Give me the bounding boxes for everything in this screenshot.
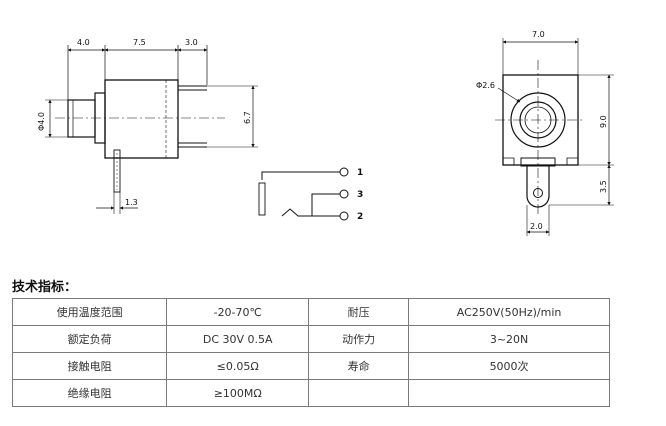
spec-label: 动作力: [308, 325, 410, 353]
table-row: 使用温度范围 -20-70℃ 耐压 AC250V(50Hz)/min: [11, 298, 610, 326]
spec-label: 绝缘电阻: [11, 379, 168, 407]
table-row: 绝缘电阻 ≥100MΩ: [11, 379, 610, 407]
spec-value: DC 30V 0.5A: [166, 325, 310, 353]
spec-table: 使用温度范围 -20-70℃ 耐压 AC250V(50Hz)/min 额定负荷 …: [11, 298, 610, 407]
dim-tab-height: 3.5: [599, 180, 608, 193]
dim-top-left: 4.0: [77, 38, 90, 47]
dim-right-height: 6.7: [243, 111, 252, 124]
side-view: [45, 45, 258, 214]
spec-label: 接触电阻: [11, 352, 168, 380]
spec-value: -20-70℃: [166, 298, 310, 326]
dim-bottom-pin: 1.3: [125, 198, 138, 207]
spec-label: 使用温度范围: [11, 298, 168, 326]
front-view: [495, 38, 614, 236]
spec-heading: 技术指标：: [12, 280, 78, 295]
spec-label: [308, 379, 410, 407]
pin2-label: 2: [357, 212, 363, 222]
spec-value: ≤0.05Ω: [166, 352, 310, 380]
spec-label: 额定负荷: [11, 325, 168, 353]
dim-front-width: 7.0: [532, 30, 545, 39]
spec-label: 寿命: [308, 352, 410, 380]
technical-drawing: 4.0 7.5 3.0 Φ4.0 6.7 1.3 1 3 2: [37, 30, 614, 236]
pin-schematic: [258, 167, 349, 221]
dim-top-right: 3.0: [185, 38, 198, 47]
spec-value: 5000次: [408, 352, 610, 380]
table-row: 接触电阻 ≤0.05Ω 寿命 5000次: [11, 352, 610, 380]
pin3-label: 3: [357, 190, 363, 200]
spec-value: ≥100MΩ: [166, 379, 310, 407]
spec-value: [408, 379, 610, 407]
spec-label: 耐压: [308, 298, 410, 326]
dim-left-diameter: Φ4.0: [37, 112, 46, 131]
dim-hole-diameter: Φ2.6: [476, 81, 495, 90]
spec-value: AC250V(50Hz)/min: [408, 298, 610, 326]
dim-top-mid: 7.5: [133, 38, 146, 47]
spec-value: 3~20N: [408, 325, 610, 353]
pin1-label: 1: [357, 168, 363, 178]
dim-front-height: 9.0: [599, 115, 608, 128]
dim-tab-width: 2.0: [530, 222, 543, 231]
table-row: 额定负荷 DC 30V 0.5A 动作力 3~20N: [11, 325, 610, 353]
